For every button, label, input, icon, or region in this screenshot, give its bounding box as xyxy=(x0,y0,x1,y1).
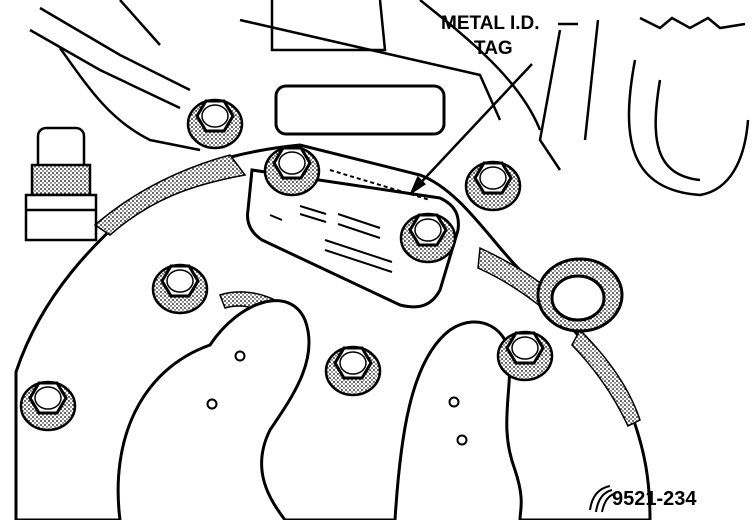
metal-id-tag xyxy=(246,168,460,309)
upper-housing xyxy=(29,0,750,197)
right-boss xyxy=(536,257,624,333)
bolt-6 xyxy=(324,345,382,397)
callout-leader xyxy=(409,22,578,196)
figure-number: 9521-234 xyxy=(612,488,697,510)
bolt-8 xyxy=(19,380,77,432)
upper-slot xyxy=(274,84,446,136)
bolt-1 xyxy=(186,98,244,150)
bolt-3 xyxy=(464,160,522,212)
callout-label-line1: METAL I.D. xyxy=(441,13,540,34)
left-lobe xyxy=(116,299,311,520)
sensor-fitting xyxy=(24,126,98,242)
bolt-2 xyxy=(263,145,321,197)
bolt-7 xyxy=(496,330,554,382)
callout-label-line2: TAG xyxy=(474,38,513,59)
bolt-5 xyxy=(151,263,209,315)
bolt-4 xyxy=(399,212,457,264)
figure-mark-icon xyxy=(589,485,615,513)
